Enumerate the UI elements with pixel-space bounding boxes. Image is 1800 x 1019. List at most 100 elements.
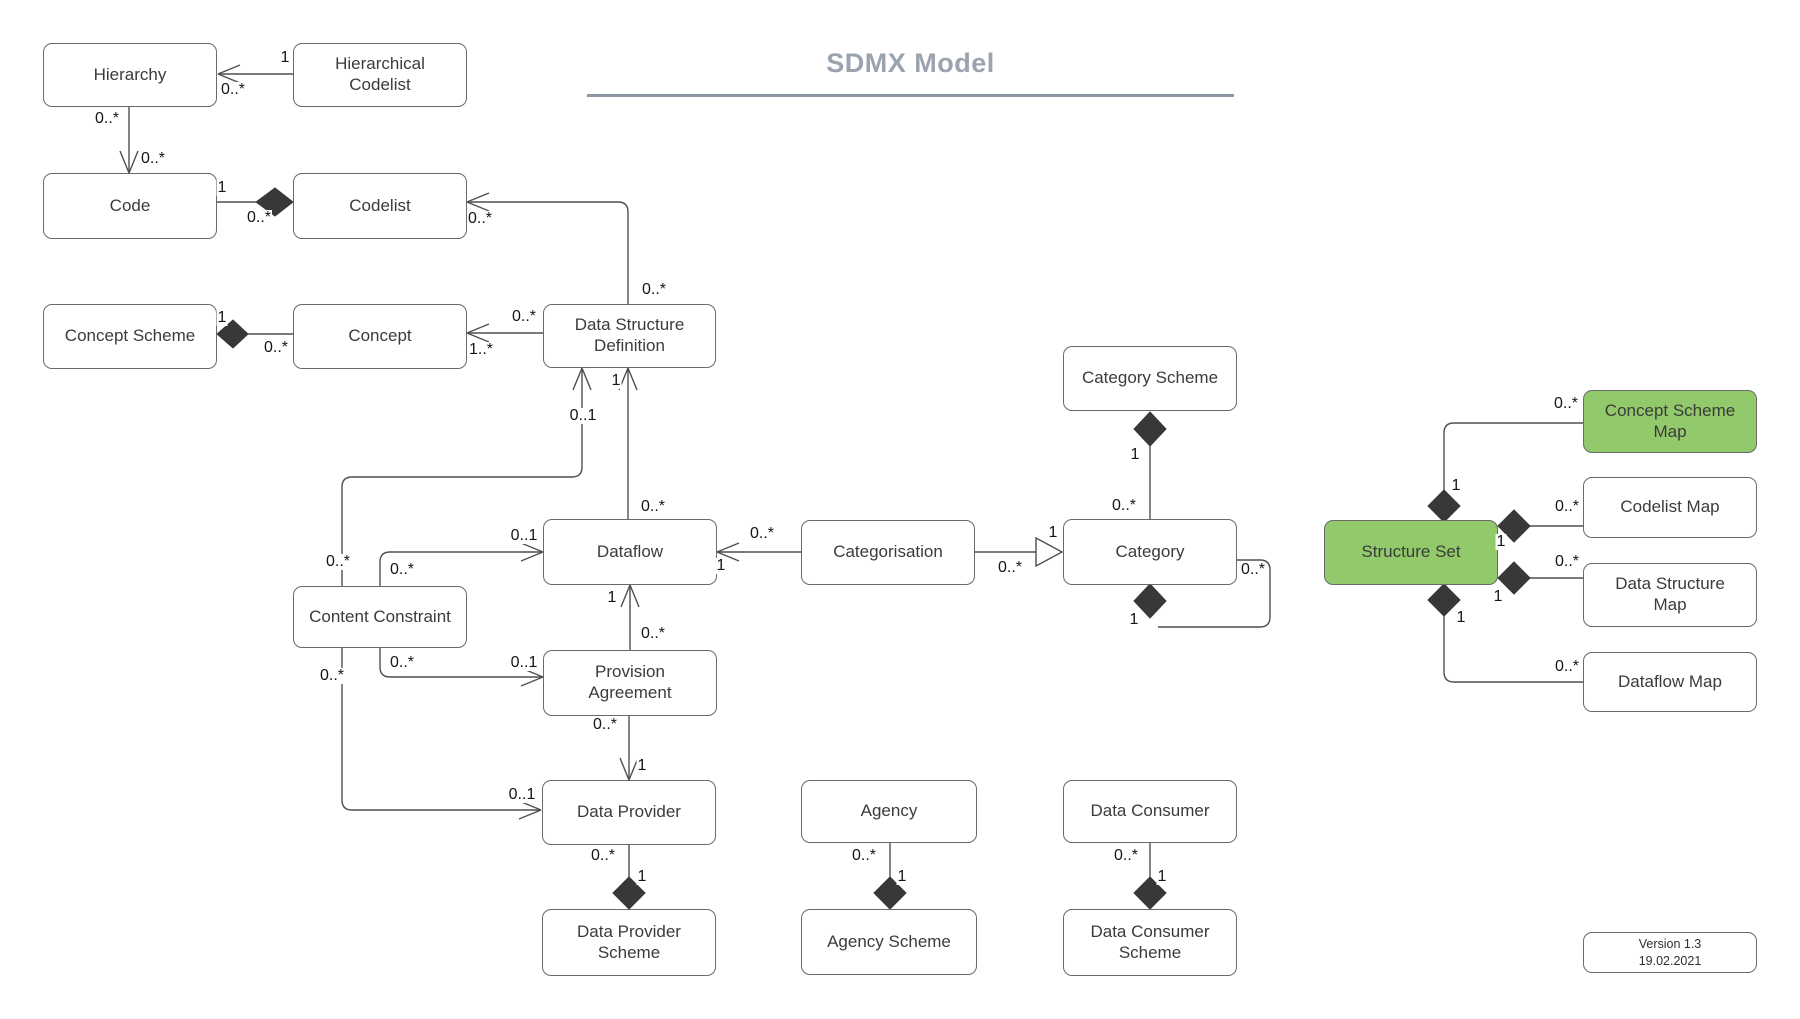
multiplicity-label: 1 [1492, 588, 1504, 605]
version-box: Version 1.3 19.02.2021 [1583, 932, 1757, 973]
node-label: Code [109, 195, 151, 215]
multiplicity-label: 0..* [591, 716, 619, 733]
multiplicity-label: 1 [715, 557, 727, 574]
edge-category-scheme-composed-of-category [1133, 411, 1167, 519]
multiplicity-label: 0..* [388, 654, 416, 671]
multiplicity-label: 1 [216, 179, 228, 196]
version-number: Version 1.3 [1638, 937, 1702, 952]
node-dataflow-map[interactable]: Dataflow Map [1583, 652, 1757, 712]
multiplicity-label: 0..* [1239, 561, 1267, 578]
multiplicity-label: 0..* [139, 150, 167, 167]
node-codelist[interactable]: Codelist [293, 173, 467, 239]
node-label: Data Provider [577, 802, 681, 822]
multiplicity-label: 0..* [262, 339, 290, 356]
node-label: Codelist [349, 195, 411, 215]
node-label: Agency Scheme [827, 931, 951, 951]
node-label: Concept [348, 326, 412, 346]
node-data-consumer-scheme[interactable]: Data Consumer Scheme [1063, 909, 1237, 976]
version-date: 19.02.2021 [1638, 953, 1702, 968]
node-label: Category [1115, 541, 1185, 561]
multiplicity-label: 0..* [466, 210, 494, 227]
multiplicity-label: 1 [1128, 611, 1140, 628]
multiplicity-label: 0..* [219, 81, 247, 98]
multiplicity-label: 1 [1455, 609, 1467, 626]
node-hierarchy[interactable]: Hierarchy [43, 43, 217, 107]
node-provision-agreement[interactable]: Provision Agreement [543, 650, 717, 716]
node-structure-set[interactable]: Structure Set [1324, 520, 1498, 585]
node-agency[interactable]: Agency [801, 780, 977, 843]
node-label: Categorisation [833, 542, 943, 562]
node-data-consumer[interactable]: Data Consumer [1063, 780, 1237, 843]
node-data-structure-definition[interactable]: Data Structure Definition [543, 304, 716, 368]
node-label: Content Constraint [309, 606, 451, 626]
multiplicity-label: 1 [636, 757, 648, 774]
multiplicity-label: 0..* [324, 553, 352, 570]
multiplicity-label: 0..* [996, 559, 1024, 576]
multiplicity-label: 0..* [1112, 847, 1140, 864]
multiplicity-label: 1 [896, 868, 908, 885]
multiplicity-label: 0..* [1552, 395, 1580, 412]
multiplicity-label: 0..* [640, 281, 668, 298]
edge-dataflow-to-dsd [618, 367, 638, 519]
multiplicity-label: 0..1 [568, 407, 598, 424]
node-dataflow[interactable]: Dataflow [543, 519, 717, 585]
node-label: Data Structure Map [1615, 574, 1725, 614]
node-categorisation[interactable]: Categorisation [801, 520, 975, 585]
multiplicity-label: 0..* [748, 525, 776, 542]
edge-provision-agreement-to-data-provider [619, 716, 639, 781]
node-label: Dataflow [596, 541, 664, 561]
multiplicity-label: 0..* [639, 625, 667, 642]
multiplicity-label: 1 [1129, 446, 1141, 463]
multiplicity-label: 0..1 [509, 654, 539, 671]
multiplicity-label: 0..* [93, 110, 121, 127]
node-category[interactable]: Category [1063, 519, 1237, 585]
page-title: SDMX Model [587, 48, 1234, 97]
node-data-structure-map[interactable]: Data Structure Map [1583, 563, 1757, 627]
multiplicity-label: 1 [610, 372, 622, 389]
node-data-provider-scheme[interactable]: Data Provider Scheme [542, 909, 716, 976]
multiplicity-label: 1 [1156, 868, 1168, 885]
node-label: Category Scheme [1081, 368, 1219, 388]
node-label: Hierarchical Codelist [335, 54, 425, 94]
multiplicity-label: 1 [1047, 524, 1059, 541]
multiplicity-label: 0..1 [507, 786, 537, 803]
node-label: Dataflow Map [1618, 671, 1722, 691]
multiplicity-label: 1 [1495, 533, 1507, 550]
node-codelist-map[interactable]: Codelist Map [1583, 477, 1757, 538]
multiplicity-label: 1 [279, 49, 291, 66]
node-label: Provision Agreement [588, 662, 672, 702]
multiplicity-label: 1..* [467, 341, 495, 358]
multiplicity-label: 0..* [639, 498, 667, 515]
node-code[interactable]: Code [43, 173, 217, 239]
multiplicity-label: 0..* [1553, 658, 1581, 675]
node-label: Data Consumer Scheme [1090, 921, 1210, 962]
multiplicity-label: 0..* [1110, 497, 1138, 514]
node-agency-scheme[interactable]: Agency Scheme [801, 909, 977, 975]
multiplicity-label: 0..* [1553, 498, 1581, 515]
node-label: Concept Scheme Map [1604, 400, 1736, 441]
multiplicity-label: 0..* [510, 308, 538, 325]
edge-hierarchy-to-code [119, 107, 139, 174]
multiplicity-label: 0..* [1553, 553, 1581, 570]
multiplicity-label: 1 [606, 589, 618, 606]
edge-provision-agreement-to-dataflow [620, 584, 640, 650]
node-label: Codelist Map [1620, 497, 1720, 517]
node-concept-scheme-map[interactable]: Concept Scheme Map [1583, 390, 1757, 453]
node-concept-scheme[interactable]: Concept Scheme [43, 304, 217, 369]
node-content-constraint[interactable]: Content Constraint [293, 586, 467, 648]
multiplicity-label: 0..* [388, 561, 416, 578]
multiplicity-label: 1 [636, 868, 648, 885]
multiplicity-label: 0..* [589, 847, 617, 864]
node-concept[interactable]: Concept [293, 304, 467, 369]
multiplicity-label: 0..* [850, 847, 878, 864]
node-category-scheme[interactable]: Category Scheme [1063, 346, 1237, 411]
node-hierarchical-codelist[interactable]: Hierarchical Codelist [293, 43, 467, 107]
edge-categorisation-to-dataflow [716, 542, 801, 562]
node-data-provider[interactable]: Data Provider [542, 780, 716, 845]
node-label: Agency [860, 801, 918, 821]
node-label: Data Structure Definition [574, 315, 685, 355]
node-label: Structure Set [1361, 542, 1461, 562]
node-label: Data Provider Scheme [577, 921, 681, 962]
multiplicity-label: 0..1 [509, 527, 539, 544]
